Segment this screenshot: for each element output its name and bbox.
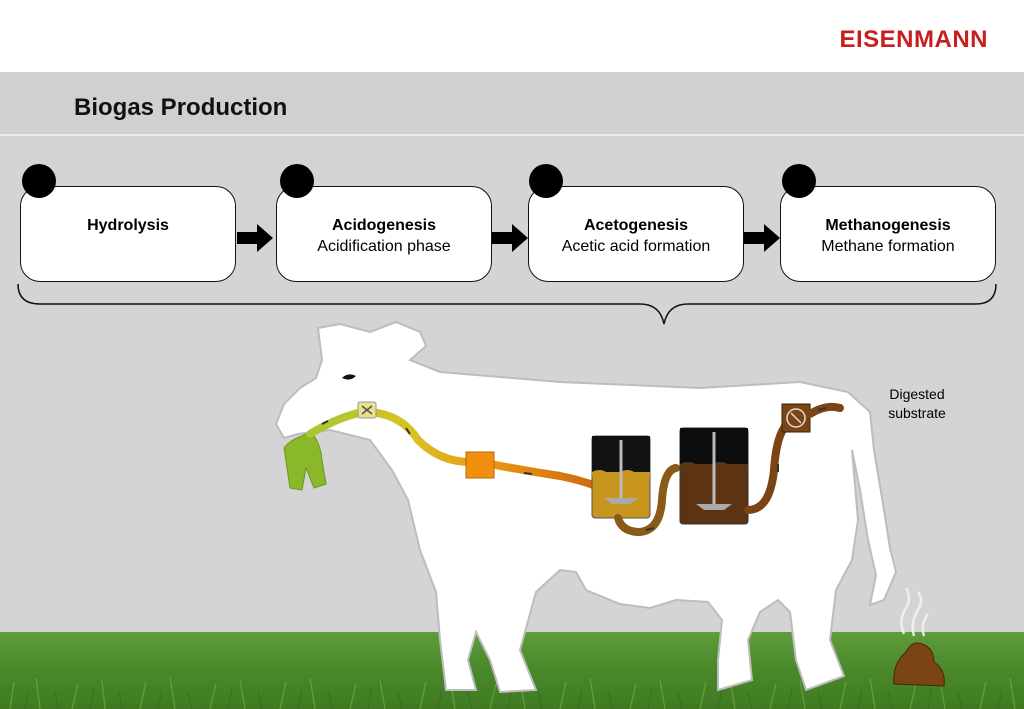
process-step-marker-icon [529, 164, 563, 198]
output-pipe [744, 416, 792, 514]
stage-subtitle: Acidification phase [317, 238, 451, 255]
curly-brace-icon [17, 283, 997, 325]
digested-substrate-label: Digested substrate [888, 386, 946, 421]
flow-arrow-icon [744, 224, 780, 252]
stage-name: Acetogenesis [583, 217, 689, 234]
flow-arrow-icon [237, 224, 273, 252]
stage-methanogenesis: Methanogenesis Methane formation [780, 186, 996, 282]
eisenmann-logo: EISENMANN [839, 26, 988, 53]
grass-texture [9, 676, 1016, 709]
stage-name: Methanogenesis [825, 217, 951, 234]
process-step-marker-icon [22, 164, 56, 198]
connecting-pipe [614, 464, 680, 537]
process-step-marker-icon [280, 164, 314, 198]
stirrer-icon [604, 440, 638, 504]
steam-icon [900, 587, 930, 637]
stirrer-icon [696, 432, 732, 510]
stage-acidogenesis: Acidogenesis Acidification phase [276, 186, 492, 282]
manure-icon [893, 642, 945, 687]
stage-name: Acidogenesis [331, 217, 437, 234]
title-band: Biogas Production [0, 72, 1024, 136]
stage-subtitle: Acetic acid formation [561, 238, 711, 255]
top-bar: EISENMANN [0, 0, 1024, 72]
stage-subtitle: Methane formation [821, 238, 955, 255]
cow-icon [274, 320, 898, 694]
feed-grass [283, 431, 327, 491]
process-step-marker-icon [782, 164, 816, 198]
cow-eye [342, 374, 356, 380]
stage-hydrolysis: Hydrolysis [20, 186, 236, 282]
page-title: Biogas Production [74, 94, 288, 121]
pretreatment-box [465, 451, 495, 479]
stage-acetogenesis: Acetogenesis Acetic acid formation [528, 186, 744, 282]
stage-name: Hydrolysis [87, 217, 169, 234]
flow-arrow-icon [492, 224, 528, 252]
